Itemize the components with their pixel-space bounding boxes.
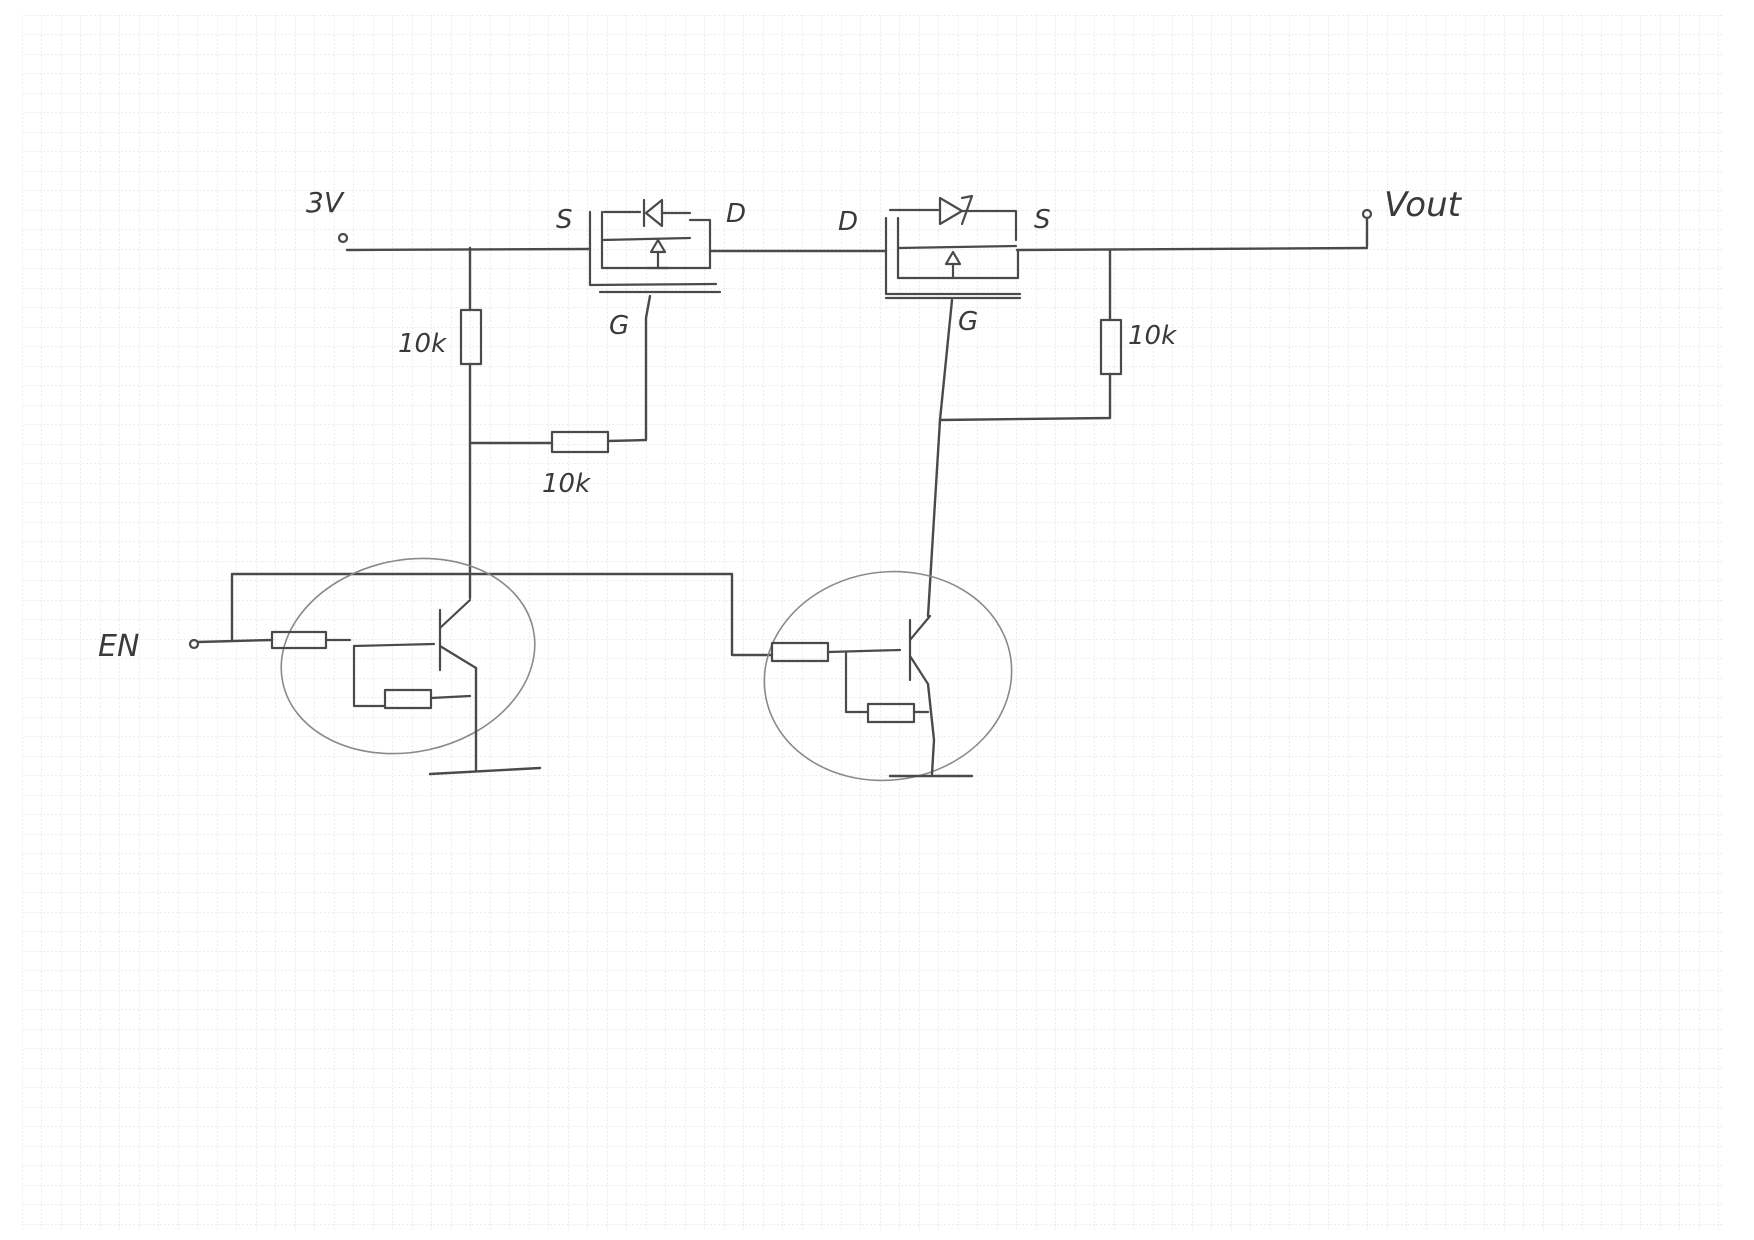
q1-pmosfet bbox=[588, 198, 722, 294]
q1-source-label: S bbox=[556, 205, 573, 235]
enable-terminal bbox=[188, 638, 200, 650]
q2-pmosfet bbox=[884, 194, 1022, 300]
supply-label: 3V bbox=[306, 186, 345, 219]
resistor-gate-left bbox=[468, 294, 652, 454]
resistor-pullup-right-label: 10k bbox=[1128, 321, 1177, 351]
output-label: Vout bbox=[1384, 185, 1463, 225]
output-terminal bbox=[1361, 208, 1373, 248]
q4-highlight-circle bbox=[280, 557, 536, 755]
supply-terminal bbox=[337, 232, 349, 244]
wire-enable-bus bbox=[230, 572, 774, 657]
q2-gate-label: G bbox=[958, 307, 978, 337]
q1-drain-label: D bbox=[726, 199, 746, 229]
resistor-pullup-left-label: 10k bbox=[398, 329, 447, 359]
q1-gate-label: G bbox=[609, 311, 629, 341]
resistor-pullup-left bbox=[459, 246, 483, 570]
wire-supply-to-q1-source bbox=[345, 247, 592, 252]
wire-q2-source-to-output bbox=[1015, 246, 1369, 252]
resistor-gate-left-label: 10k bbox=[542, 469, 591, 499]
q2-drain-label: D bbox=[838, 207, 858, 237]
wire-q2-gate-to-q3-collector bbox=[926, 298, 954, 618]
q3-npn-transistor bbox=[770, 614, 974, 778]
q4-npn-transistor bbox=[270, 566, 542, 776]
q2-source-label: S bbox=[1034, 205, 1051, 235]
resistor-pullup-right bbox=[938, 248, 1123, 422]
grid-background bbox=[22, 15, 1722, 1230]
wire-enable-input bbox=[196, 638, 274, 644]
enable-label: EN bbox=[98, 629, 139, 664]
q3-highlight-circle bbox=[763, 570, 1013, 782]
